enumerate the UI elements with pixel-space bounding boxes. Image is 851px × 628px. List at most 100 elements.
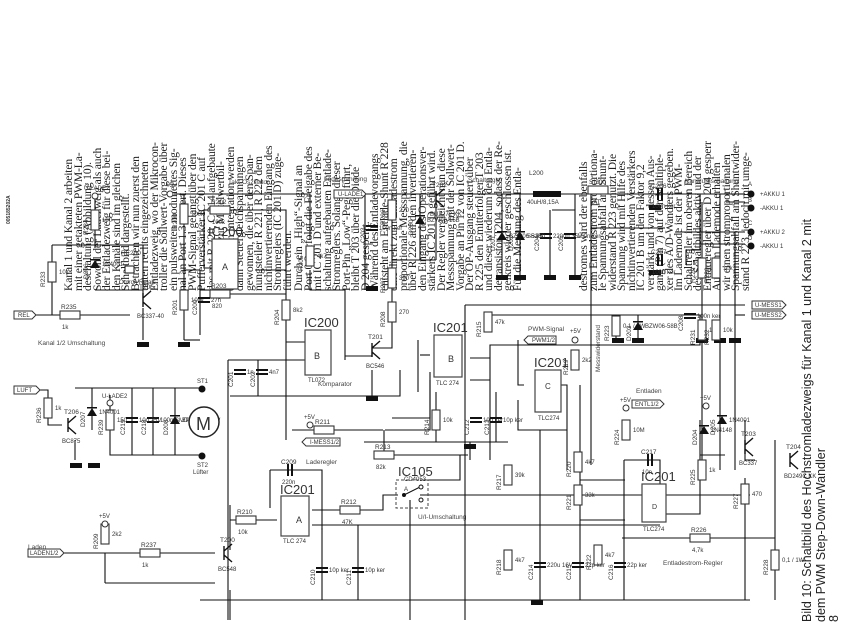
ic201d-label: IC201 xyxy=(641,469,676,484)
ic200a-label: IC200 xyxy=(208,224,243,239)
ic200b-unit: B xyxy=(314,351,320,361)
r239-value: 150 xyxy=(117,418,128,424)
supply-label: +5V xyxy=(166,183,177,189)
c203-value: 100n ker xyxy=(379,226,402,232)
d203-value: BZW06-58B xyxy=(645,324,678,330)
terminal-akku1-plus: +AKKU 1 xyxy=(760,192,786,198)
r224-value: 10M xyxy=(633,428,645,434)
r210-value: 10k xyxy=(238,530,249,536)
ic200a-unit: A xyxy=(222,262,228,272)
r236-ref: R236 xyxy=(36,407,43,423)
ic201c-type: TLC274 xyxy=(538,416,560,422)
t203-value: BC337 xyxy=(739,461,758,467)
c201-component: C201 1n xyxy=(228,369,254,387)
section-schaltregler: Schaltregler xyxy=(468,177,504,184)
c209-value: 220n xyxy=(282,480,295,486)
r201-ref: R201 xyxy=(172,299,179,315)
ic201b-type: TLC 274 xyxy=(436,381,460,387)
r213-value: 82k xyxy=(376,465,387,471)
r200-value: 100k xyxy=(191,212,205,218)
r233-ref: R233 xyxy=(40,271,47,287)
t202-ref: T202 xyxy=(432,182,447,189)
r203-ref: R203 xyxy=(211,283,227,290)
c215-value: 22p ker xyxy=(585,563,605,569)
r221-value: 33k xyxy=(585,493,596,499)
r218-value: 4k7 xyxy=(515,558,525,564)
r230-ref: R230 xyxy=(704,267,711,283)
r227-ref: R227 xyxy=(733,493,740,509)
c201-ref: C201 xyxy=(228,371,235,387)
tag-u-lade2-fan: U-LADE2 xyxy=(102,394,128,400)
c201-value: 1n xyxy=(247,370,254,376)
r220-value: 4k7 xyxy=(585,460,595,466)
terminal-akku1-minus: -AKKU 1 xyxy=(760,206,784,212)
section-kanalumschaltung: Kanalumschaltung xyxy=(685,178,739,185)
r215-value: 47k xyxy=(495,320,506,326)
r205-value: 4k7 xyxy=(317,254,327,260)
r232-value: 10k xyxy=(723,328,734,334)
r237-ref: R237 xyxy=(141,542,157,549)
terminal-c: C xyxy=(748,221,753,227)
ic201c: IC201 C TLC274 xyxy=(534,355,569,422)
ic201c-unit: C xyxy=(545,382,551,391)
ic105-label: IC105 xyxy=(398,464,433,479)
tag-laden12: LADEN1/2 xyxy=(30,551,59,557)
d200-ref: D200 xyxy=(408,219,415,235)
terminal-b: B xyxy=(748,198,752,204)
r225-value: 1k xyxy=(709,468,716,474)
c204-ref: C204 xyxy=(534,235,541,251)
r219-ref: R219 xyxy=(563,359,570,375)
r237-value: 1k xyxy=(142,563,149,569)
d200-value: BZW06-15B xyxy=(427,218,460,224)
c206-ref: C206 xyxy=(651,183,667,190)
tag-umess1: U-MESS1 xyxy=(755,303,782,309)
tag-u-lade1: U-LADE1 xyxy=(338,192,364,198)
ic200b-label: IC200 xyxy=(304,315,339,330)
l200-ref: L200 xyxy=(529,170,544,177)
d207-value: 1N4001 xyxy=(99,410,121,416)
r212-value: 47K xyxy=(342,520,353,526)
c212-ref: C212 xyxy=(464,419,471,435)
c214-ref: C214 xyxy=(528,564,535,580)
ic200a: IC200 A TL072 xyxy=(208,224,243,299)
r221-ref: R221 xyxy=(566,494,573,510)
tag-u-lade2-relay: U-LADE2 xyxy=(84,186,110,192)
section-messwiderstand: Messwiderstand xyxy=(595,325,602,372)
c210-ref: C210 xyxy=(310,569,317,585)
ic105-unit: A xyxy=(404,487,408,493)
section-entladen: Entladen xyxy=(636,388,662,395)
c218-ref: C218 xyxy=(141,419,148,435)
r218-ref: R218 xyxy=(496,559,503,575)
r225-ref: R225 xyxy=(690,469,697,485)
r227-value: 470 xyxy=(752,492,763,498)
section-laderegler: Laderegler xyxy=(306,459,338,466)
circuit-schematic: Takt-Oszillator Ladespannung Schaltregle… xyxy=(0,158,851,623)
supply-5v-symbols: +5V +5V +5V +5V +5V +5V xyxy=(99,183,711,528)
r239-ref: R239 xyxy=(98,419,105,435)
